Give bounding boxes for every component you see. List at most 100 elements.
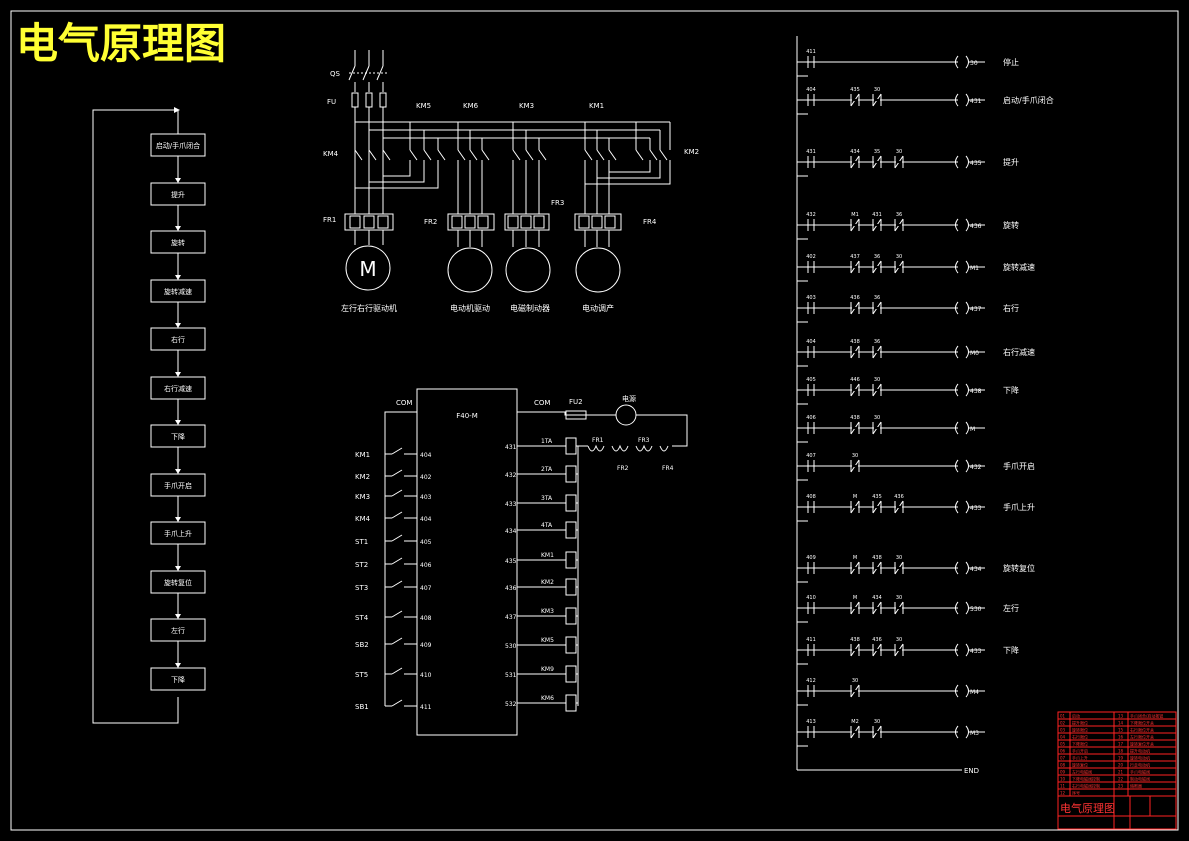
ladder-contact-label: M (853, 555, 857, 561)
ladder-contact-label: 30 (874, 719, 880, 725)
title-block-cell: 23 (1118, 784, 1124, 789)
plc-model: F40-M (456, 412, 478, 420)
ladder-contact-label: 431 (806, 149, 816, 155)
title-block-cell: 15 (1118, 728, 1124, 733)
ladder-rung-description: 停止 (1003, 57, 1019, 67)
ladder-rung-description: 下降 (1003, 645, 1019, 655)
title-block-cell: 17 (1118, 742, 1124, 747)
motor-2-label: 电动机驱动 (450, 303, 490, 313)
ladder-contact-label: 402 (806, 254, 816, 260)
title-block-cell: 16 (1118, 735, 1124, 740)
plc-output-coil-label: KM5 (541, 637, 554, 644)
ladder-contact-label: 411 (806, 49, 816, 55)
ladder-rung-description: 左行 (1003, 603, 1019, 613)
ladder-contact-label: 404 (806, 87, 816, 93)
ladder-output-label: 438 (970, 388, 982, 395)
ladder-rung-description: 旋转复位 (1003, 563, 1035, 573)
plc-output-address: 434 (505, 528, 517, 535)
ladder-rung-description: 下降 (1003, 385, 1019, 395)
ladder-contact-label: 30 (852, 678, 858, 684)
plc-power: 电源 (622, 394, 636, 403)
plc-input-device: ST4 (355, 614, 369, 622)
ladder-contact-label: 431 (872, 212, 882, 218)
plc-input-address: 404 (420, 452, 432, 459)
plc-output-coil (565, 465, 577, 483)
title-block-cell: 右行电磁阀控制 (1072, 783, 1100, 789)
title-block-cell: 20 (1118, 763, 1124, 768)
plc-input-address: 411 (420, 704, 432, 711)
plc-output-coil (565, 551, 577, 569)
title-block-cell: 旋转复位 (1072, 762, 1088, 768)
motor-1-label: 左行右行驱动机 (341, 303, 397, 313)
fr4-label: FR4 (643, 218, 657, 226)
ladder-rung: 405 446 30 438 下降 (796, 377, 1019, 405)
plc-output-coil (565, 665, 577, 683)
title-block-cell: 02 (1060, 721, 1066, 726)
plc-input-address: 402 (420, 474, 432, 481)
title-block-cell: 07 (1060, 756, 1066, 761)
plc-output-address: 436 (505, 585, 517, 592)
ladder-contact-label: 403 (806, 295, 816, 301)
title-block-cell: 05 (1060, 742, 1066, 747)
ladder-contact-label: M (853, 595, 857, 601)
ladder-contact-label: 435 (872, 494, 882, 500)
ladder-contact-label: 446 (850, 377, 860, 383)
km4-label: KM4 (323, 150, 339, 158)
ladder-contact-label: 410 (806, 595, 816, 601)
plc-input-device: SB1 (355, 703, 369, 711)
ladder-contact-label: 36 (874, 339, 880, 345)
title-block-heading: 电气原理图 (1060, 801, 1115, 815)
title-block-cell: 03 (1060, 728, 1066, 733)
title-block-cell: 09 (1060, 770, 1066, 775)
ladder-contact-label: 30 (896, 595, 902, 601)
ladder-contact-label: 404 (806, 339, 816, 345)
plc-input-address: 404 (420, 516, 432, 523)
qs-label: QS (330, 70, 341, 78)
flow-step-label: 下降 (171, 675, 185, 684)
ladder-contact-label: 36 (874, 254, 880, 260)
ladder-contact-label: 438 (872, 555, 882, 561)
flow-step-label: 旋转复位 (164, 578, 192, 587)
title-block-cell: 提升电动机 (1130, 748, 1150, 754)
plc-input-address: 405 (420, 539, 432, 546)
ladder-end: END (964, 767, 979, 775)
plc-input-address: 410 (420, 672, 432, 679)
plc-output-coil-label: KM2 (541, 579, 554, 586)
title-block-cell: 右行限位开关 (1130, 727, 1154, 733)
plc-output-address: 431 (505, 444, 517, 451)
ladder-contact-label: 405 (806, 377, 816, 383)
motor-4-label: 电动调产 (582, 303, 614, 313)
plc-output-coil (565, 494, 577, 512)
flow-step-label: 旋转减速 (164, 287, 192, 296)
flow-step-label: 左行 (171, 626, 185, 635)
km3-label: KM3 (519, 102, 534, 110)
flow-step-label: 旋转 (171, 238, 185, 247)
ladder-contact-label: 434 (850, 149, 860, 155)
drawing-border (10, 10, 1179, 831)
plc-output-coil-label: KM3 (541, 608, 554, 615)
ladder-contact-label: M (853, 494, 857, 500)
title-block-cell: 下降限位开关 (1130, 720, 1154, 726)
plc-output-coil-label: KM6 (541, 695, 554, 702)
ladder-contact-label: 35 (874, 149, 880, 155)
plc-input-device: KM3 (355, 493, 370, 501)
fr2-label: FR2 (424, 218, 437, 226)
ladder-contact-label: 30 (852, 453, 858, 459)
ladder-output-label: M (970, 426, 975, 433)
ladder-contact-label: 30 (874, 377, 880, 383)
plc-block (416, 388, 518, 736)
title-block-cell: 提升限位 (1072, 720, 1088, 726)
ladder-output-label: 431 (970, 98, 982, 105)
plc-input-address: 408 (420, 615, 432, 622)
ladder-output-label: M3 (970, 730, 979, 737)
ladder-contact-label: 413 (806, 719, 816, 725)
plc-input-device: SB2 (355, 641, 369, 649)
plc-output-coil-label: 4TA (541, 522, 553, 529)
ladder-rung-description: 提升 (1003, 157, 1019, 167)
ladder-rung-description: 旋转 (1003, 220, 1019, 230)
ladder-output-label: 433 (970, 505, 982, 512)
